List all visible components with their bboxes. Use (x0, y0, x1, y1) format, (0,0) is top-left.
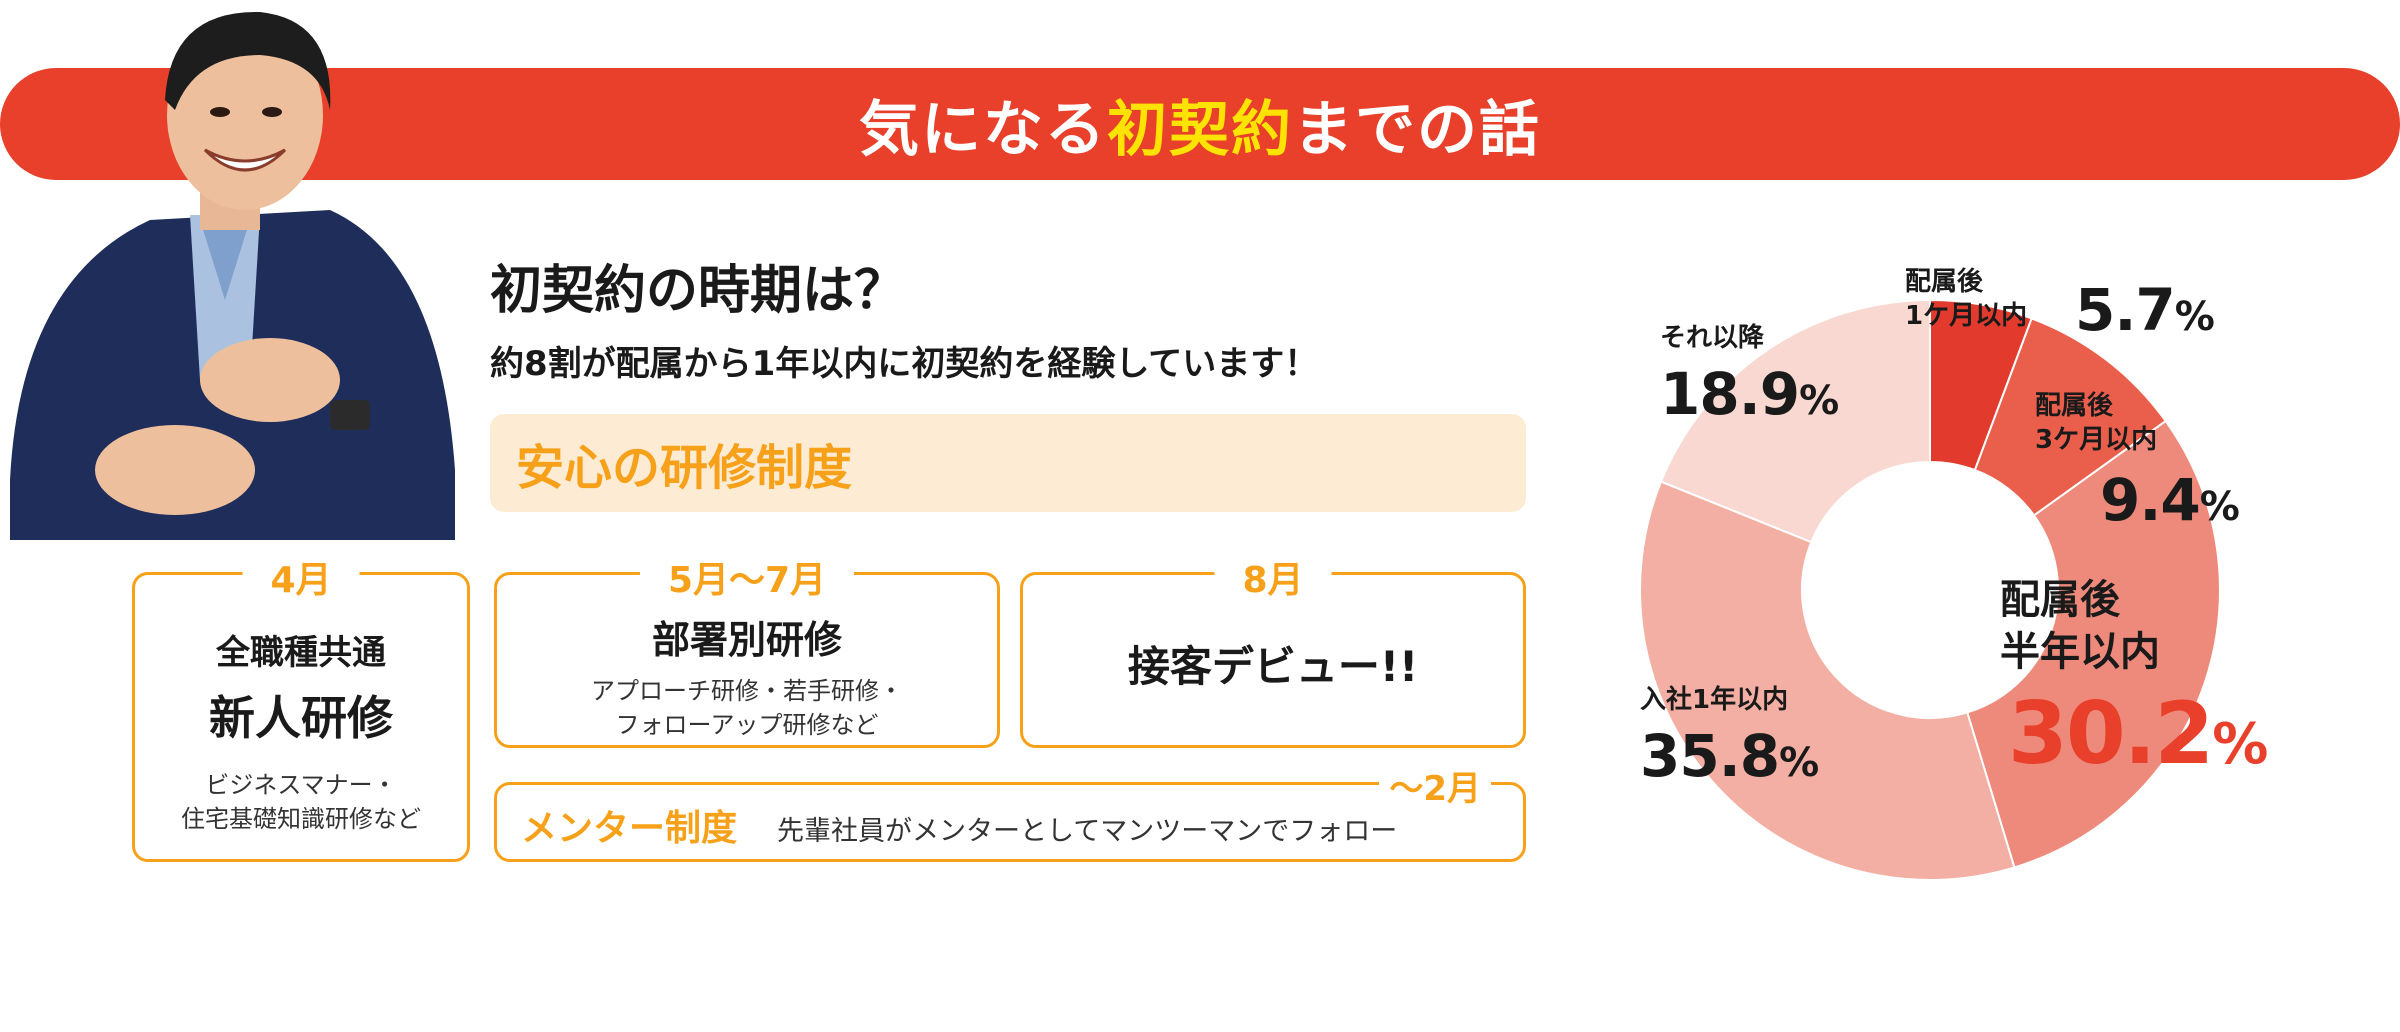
label-s4-a: 入社1年以内 (1640, 685, 1789, 715)
s5-pct: % (1799, 378, 1839, 424)
step-april-month: 4月 (242, 551, 360, 603)
label-s1-a: 配属後 (1905, 267, 1984, 297)
s1-pct: % (2174, 294, 2215, 340)
header-banner: 気になる初契約までの話 (0, 68, 2400, 180)
mentor-period: 〜2月 (1379, 761, 1491, 810)
question-title: 初契約の時期は？ (490, 261, 907, 321)
mentor-box: メンター制度 先輩社員がメンターとしてマンツーマンでフォロー 〜2月 (494, 761, 1526, 862)
label-s3-a: 配属後 (2000, 577, 2120, 623)
label-s1-b: 1ケ月以内 (1905, 301, 2028, 331)
s2-value: 9.4 (2100, 466, 2201, 534)
question-subtitle: 約8割が配属から1年以内に初契約を経験しています！ (490, 344, 1319, 384)
step-may-july-month: 5月〜7月 (639, 551, 855, 603)
title-highlight: 初契約 (1107, 94, 1293, 165)
mentor-desc: 先輩社員がメンターとしてマンツーマンでフォロー (777, 816, 1398, 847)
step-april: 4月 全職種共通 新人研修 ビジネスマナー・ 住宅基礎知識研修など (132, 551, 470, 862)
step-may-july-line1: 部署別研修 (651, 618, 842, 662)
step-april-note1: ビジネスマナー・ (205, 771, 397, 799)
title-pre: 気になる (859, 94, 1107, 165)
s3-value: 30.2 (2008, 684, 2214, 784)
s3-pct: % (2212, 712, 2268, 777)
s1-value: 5.7 (2075, 276, 2176, 344)
donut-slice-4 (1639, 480, 2016, 881)
label-s2-b: 3ケ月以内 (2035, 425, 2158, 455)
s4-pct: % (1779, 740, 1819, 786)
step-may-july: 5月〜7月 部署別研修 アプローチ研修・若手研修・ フォローアップ研修など (494, 551, 1000, 748)
donut-slice-3 (1966, 419, 2221, 869)
label-s3-b: 半年以内 (2000, 629, 2160, 675)
step-may-july-note1: アプローチ研修・若手研修・ (591, 677, 903, 705)
label-s2-value: 9.4% (2100, 466, 2240, 534)
step-may-july-note2: フォローアップ研修など (615, 711, 879, 739)
step-august-month: 8月 (1214, 551, 1332, 603)
s5-value: 18.9 (1660, 360, 1800, 428)
label-s5-value: 18.9% (1660, 360, 1839, 428)
donut-slice-5 (1659, 298, 1931, 544)
donut-chart (1639, 298, 2221, 881)
label-s3-value: 30.2% (2008, 684, 2268, 784)
step-april-line2: 新人研修 (209, 691, 393, 745)
s4-value: 35.8 (1640, 722, 1780, 790)
label-s1-value: 5.7% (2075, 276, 2215, 344)
training-heading: 安心の研修制度 (516, 440, 853, 496)
step-august-line1: 接客デビュー!! (1127, 642, 1419, 691)
step-april-note2: 住宅基礎知識研修など (181, 805, 421, 833)
mentor-title: メンター制度 (521, 808, 738, 849)
step-august: 8月 接客デビュー!! (1020, 551, 1526, 748)
s2-pct: % (2199, 484, 2240, 530)
label-s5-a: それ以降 (1660, 323, 1765, 353)
person-photo (10, 11, 455, 540)
training-heading-band: 安心の研修制度 (490, 414, 1526, 512)
label-s2-a: 配属後 (2035, 391, 2114, 421)
label-s4-value: 35.8% (1640, 722, 1819, 790)
step-april-line1: 全職種共通 (216, 633, 386, 673)
title-post: までの話 (1293, 94, 1541, 165)
